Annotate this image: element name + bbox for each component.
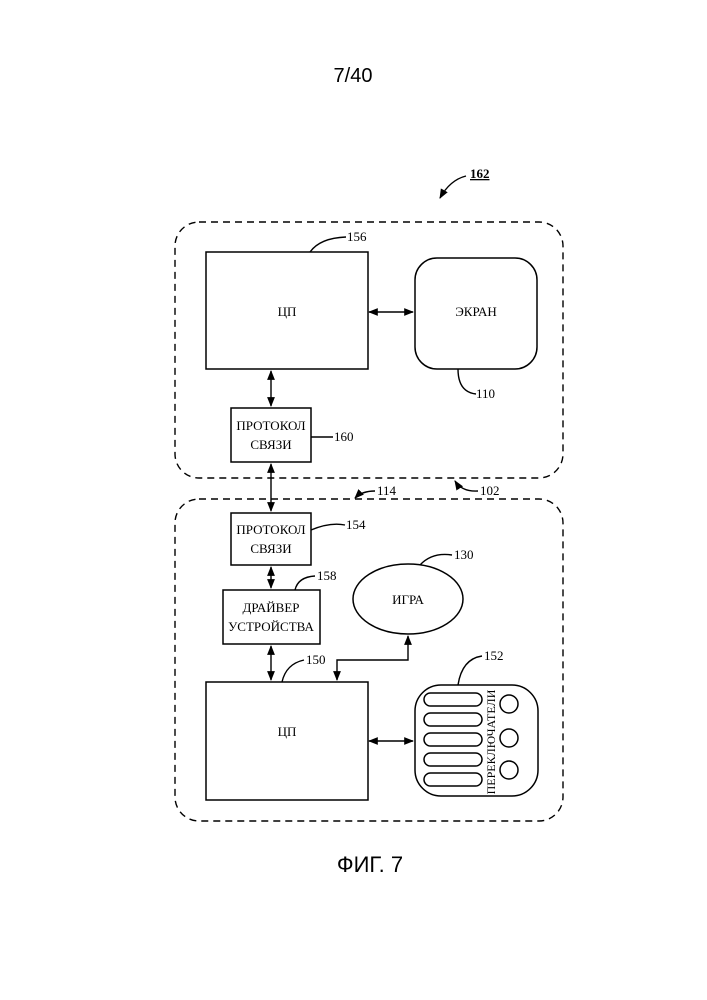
ref-150-leader [282,660,304,682]
cpu-top-label: ЦП [278,304,297,319]
ref-156: 156 [347,229,367,244]
protocol-top-block [231,408,311,462]
ref-158: 158 [317,568,337,583]
page-number: 7/40 [334,65,373,87]
protocol-bottom-label-1: ПРОТОКОЛ [236,522,305,537]
protocol-bottom-block [231,513,311,565]
switch-slot [424,713,482,726]
ref-158-leader [295,576,315,590]
switch-button [500,695,518,713]
ref-102: 102 [480,483,500,498]
protocol-top-label-2: СВЯЗИ [250,437,291,452]
switch-button [500,729,518,747]
ref-154: 154 [346,517,366,532]
ref-130-leader [420,554,452,565]
driver-label-1: ДРАЙВЕР [242,600,299,615]
ref-160: 160 [334,429,354,444]
cpu-game-link [337,636,408,680]
ref-114-arrow [355,491,375,498]
switch-slot [424,693,482,706]
driver-label-2: УСТРОЙСТВА [228,619,314,634]
cpu-bottom-label: ЦП [278,724,297,739]
figure-caption: ФИГ. 7 [337,852,403,877]
switch-slot [424,753,482,766]
ref-110-leader [458,369,476,394]
protocol-bottom-label-2: СВЯЗИ [250,541,291,556]
ref-110: 110 [476,386,495,401]
switches-label: ПЕРЕКЛЮЧАТЕЛИ [484,689,498,794]
ref-130: 130 [454,547,474,562]
ref-102-arrow [455,481,478,491]
ref-156-leader [310,237,346,252]
ref-152: 152 [484,648,504,663]
screen-label: ЭКРАН [455,304,497,319]
switch-slot [424,733,482,746]
ref-162: 162 [470,166,490,181]
ref-114: 114 [377,483,397,498]
switch-button [500,761,518,779]
cpu-bottom-block [206,682,368,800]
ref-162-arrow [440,176,466,198]
ref-154-leader [311,524,345,530]
driver-block [223,590,320,644]
ref-150: 150 [306,652,326,667]
switch-slot [424,773,482,786]
protocol-top-label-1: ПРОТОКОЛ [236,418,305,433]
game-label: ИГРА [392,592,424,607]
ref-152-leader [458,656,482,685]
switch-buttons [500,695,518,779]
